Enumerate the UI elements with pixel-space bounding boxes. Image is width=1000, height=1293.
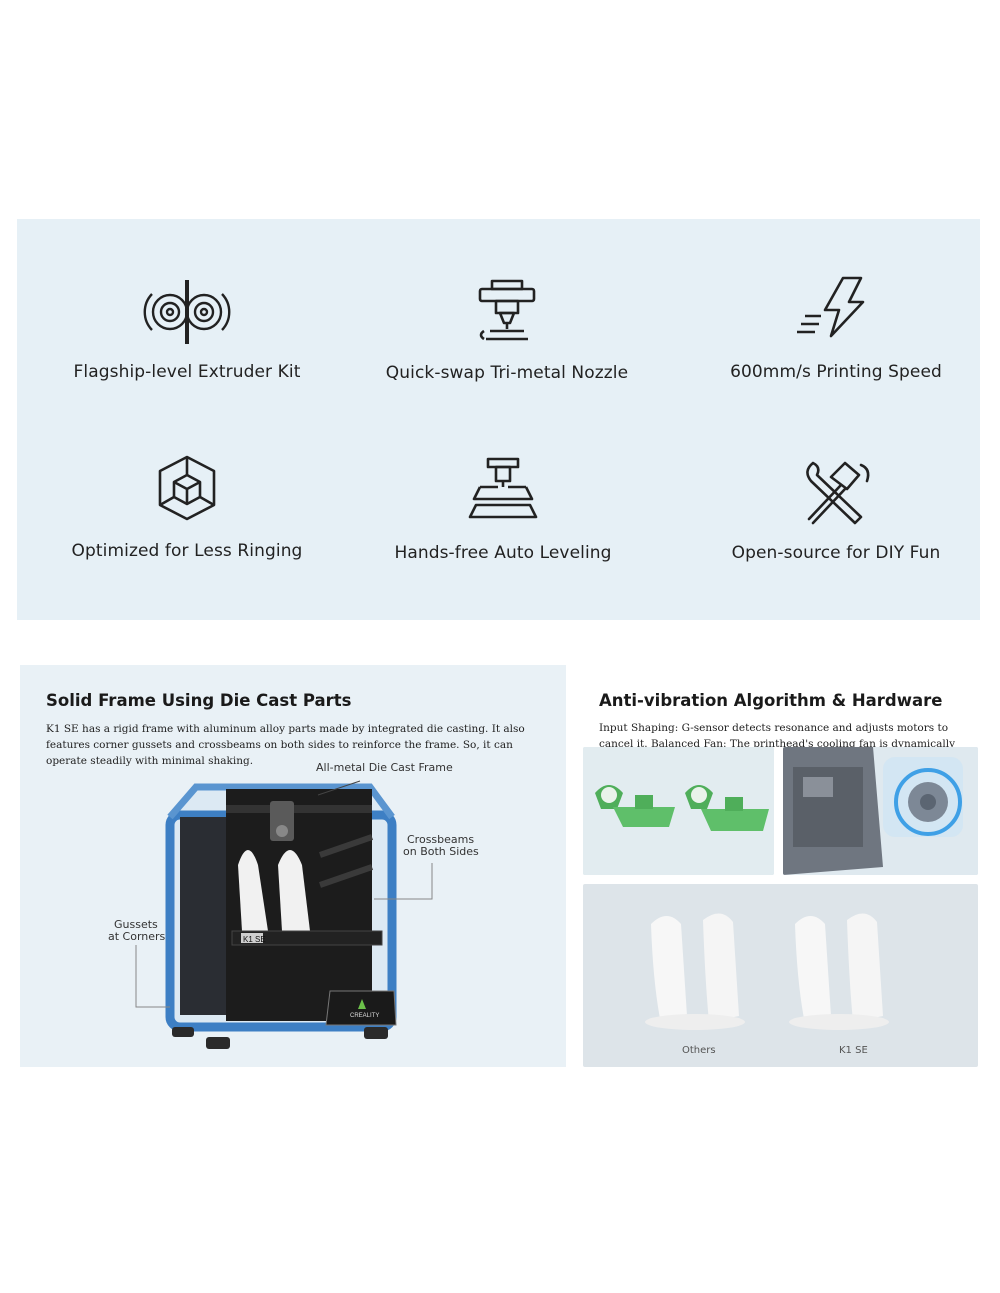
lightning-speed-icon bbox=[797, 276, 865, 338]
callout-gussets-line2: at Corners bbox=[108, 930, 166, 943]
feature-label: Optimized for Less Ringing bbox=[71, 541, 303, 561]
callout-gussets: Gussets at Corners bbox=[108, 919, 165, 943]
balanced-fan-image bbox=[783, 747, 978, 875]
feature-speed: 600mm/s Printing Speed bbox=[676, 274, 996, 382]
nozzle-icon bbox=[478, 279, 536, 341]
cube-icon bbox=[158, 455, 216, 521]
input-shaping-image bbox=[583, 747, 774, 875]
printer-badge: K1 SE bbox=[243, 935, 266, 944]
feature-label: Hands-free Auto Leveling bbox=[394, 543, 612, 563]
white-print-comparison bbox=[583, 884, 978, 1067]
feature-nozzle: Quick-swap Tri-metal Nozzle bbox=[347, 275, 667, 383]
feature-label: Flagship-level Extruder Kit bbox=[73, 362, 301, 382]
section-title: Solid Frame Using Die Cast Parts bbox=[46, 691, 352, 710]
feature-label: Open-source for DIY Fun bbox=[731, 543, 941, 563]
callout-gussets-line1: Gussets bbox=[114, 918, 158, 931]
callout-frame: All-metal Die Cast Frame bbox=[316, 761, 453, 774]
callout-crossbeams-line1: Crossbeams bbox=[407, 833, 475, 846]
callout-crossbeams: Crossbeams on Both Sides bbox=[403, 834, 479, 858]
fan-hardware-render bbox=[783, 747, 978, 875]
leveling-icon bbox=[468, 457, 538, 519]
tools-icon bbox=[806, 461, 870, 525]
extruder-gears-icon bbox=[143, 280, 231, 344]
printer-image: K1 SE CREALITY bbox=[135, 780, 433, 1049]
section-title: Anti-vibration Algorithm & Hardware bbox=[599, 691, 943, 710]
feature-leveling: Hands-free Auto Leveling bbox=[343, 455, 663, 563]
feature-label: 600mm/s Printing Speed bbox=[730, 362, 942, 382]
comparison-label-k1se: K1 SE bbox=[839, 1045, 868, 1056]
features-band: Flagship-level Extruder Kit Quick-swap T… bbox=[17, 219, 980, 620]
feature-label: Quick-swap Tri-metal Nozzle bbox=[385, 363, 629, 383]
green-benchy-prints bbox=[583, 747, 774, 875]
feature-ringing: Optimized for Less Ringing bbox=[27, 453, 347, 561]
ringing-comparison-image: Others K1 SE bbox=[583, 884, 978, 1067]
comparison-label-others: Others bbox=[682, 1045, 716, 1056]
section-description: K1 SE has a rigid frame with aluminum al… bbox=[46, 723, 525, 767]
feature-extruder: Flagship-level Extruder Kit bbox=[27, 274, 347, 382]
frame-section: Solid Frame Using Die Cast Parts K1 SE h… bbox=[20, 665, 566, 1067]
feature-open-source: Open-source for DIY Fun bbox=[676, 455, 996, 563]
screen-brand: CREALITY bbox=[350, 1013, 379, 1019]
callout-crossbeams-line2: on Both Sides bbox=[403, 845, 479, 858]
